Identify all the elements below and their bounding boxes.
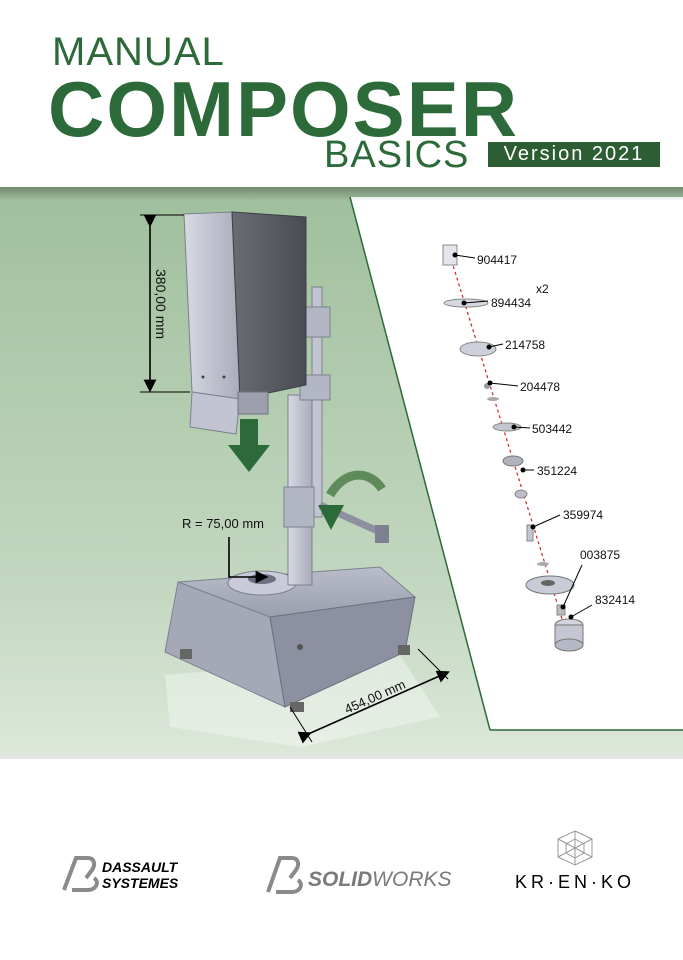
part-label: 003875 [580, 548, 620, 562]
dimension-radius-label: R = 75,00 mm [182, 516, 264, 531]
part-qty: x2 [536, 282, 549, 296]
part-label: 503442 [532, 422, 572, 436]
version-badge: Version 2021 [488, 142, 660, 167]
exploded-view [442, 244, 584, 652]
dimension-radius [228, 537, 269, 584]
solidworks-mark-icon: SOLIDWORKS [266, 856, 452, 894]
part-label: 351224 [537, 464, 577, 478]
part-label: 894434 [491, 296, 531, 310]
part-label: 904417 [477, 253, 517, 267]
dassault-text: DASSAULT [102, 859, 179, 875]
ds-mark-icon: DASSAULT SYSTEMES [62, 856, 179, 892]
dimension-height-label: 380,00 mm [153, 269, 169, 339]
dassault-systemes-logo: DASSAULT SYSTEMES [58, 850, 218, 900]
krenko-logo: KR·EN·KO [500, 825, 650, 900]
title-composer: COMPOSER [48, 65, 520, 153]
part-label: 204478 [520, 380, 560, 394]
dimension-width [289, 648, 450, 744]
systemes-text: SYSTEMES [102, 875, 179, 891]
hero-illustration: 380,00 mm R = 75,00 mm 454,00 mm [0, 187, 683, 772]
part-label: 214758 [505, 338, 545, 352]
solid-text: SOLID [308, 868, 372, 891]
title-basics: BASICS [324, 134, 470, 176]
part-label: 359974 [563, 508, 603, 522]
svg-text:SOLIDWORKS: SOLIDWORKS [308, 868, 452, 891]
krenko-text: KR·EN·KO [515, 872, 635, 892]
krenko-cube-icon: KR·EN·KO [515, 830, 635, 892]
part-label: 832414 [595, 593, 635, 607]
title-manual: MANUAL [52, 30, 225, 74]
part-callouts [452, 252, 593, 620]
works-text: WORKS [372, 868, 451, 891]
dimension-height [140, 214, 190, 393]
solidworks-logo: SOLIDWORKS [262, 850, 462, 900]
